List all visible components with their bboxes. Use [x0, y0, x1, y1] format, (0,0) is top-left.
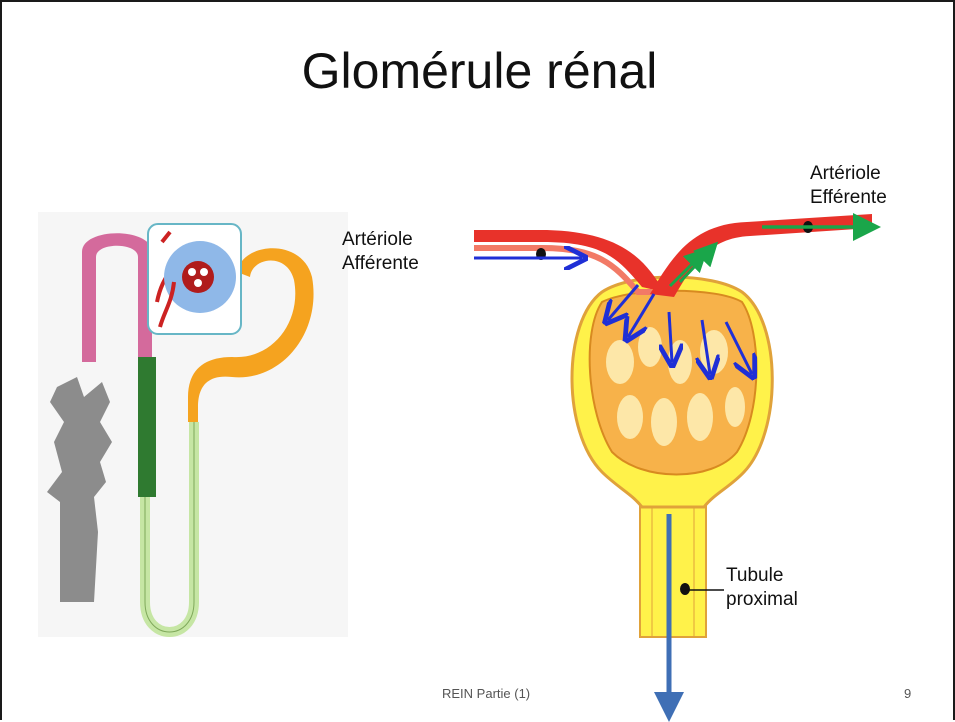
slide-number: 9 [904, 686, 911, 701]
capillary-loop [687, 393, 713, 441]
proximal-tubule-label: Tubule proximal [726, 564, 798, 612]
efferent-label-line: Artériole [810, 162, 887, 186]
proximal-tubule-wall [640, 502, 706, 637]
nephron-illustration [38, 212, 348, 637]
mini-glomerulus [182, 261, 214, 293]
capillary-loop [725, 387, 745, 427]
glomerulus-illustration [474, 214, 874, 707]
slide-footer: REIN Partie (1) [442, 686, 530, 701]
capillary-loop [651, 398, 677, 446]
capillary-loop [606, 340, 634, 384]
tubule-label-line: proximal [726, 588, 798, 612]
mini-capillary-dot [200, 268, 208, 276]
thick-ascending-limb [138, 357, 156, 497]
afferent-label-line: Afférente [342, 252, 419, 276]
afferent-arteriole-label: Artériole Afférente [342, 228, 419, 276]
capillary-loop [638, 327, 662, 367]
capillary-tuft [590, 291, 757, 475]
capillary-loop [617, 395, 643, 439]
afferent-label-line: Artériole [342, 228, 419, 252]
efferent-label-line: Efférente [810, 186, 887, 210]
tubule-label-line: Tubule [726, 564, 798, 588]
efferent-arteriole-label: Artériole Efférente [810, 162, 887, 210]
mini-capillary-dot [194, 279, 202, 287]
tubule-pointer-dot [680, 583, 690, 595]
mini-capillary-dot [188, 268, 196, 276]
